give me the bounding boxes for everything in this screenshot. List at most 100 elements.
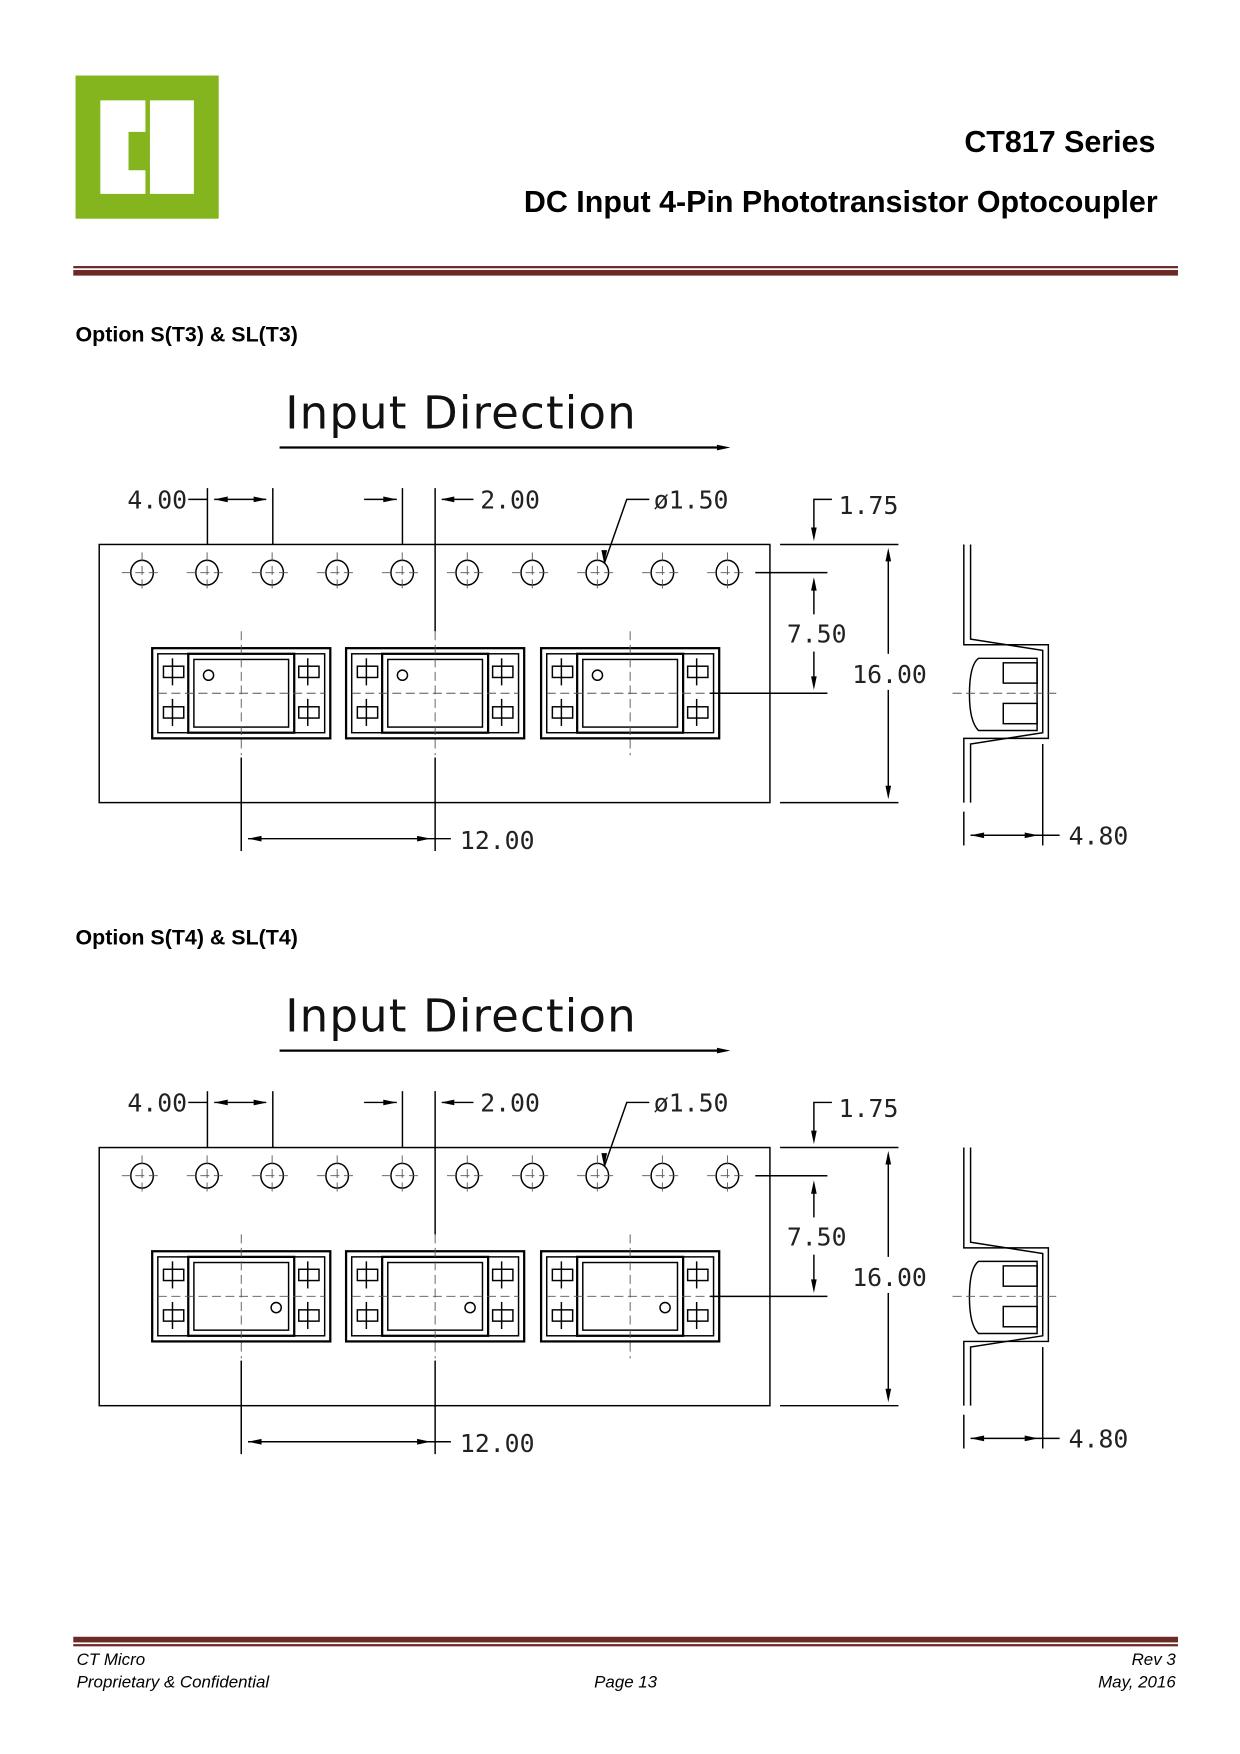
pin1-indicator: [464, 1301, 476, 1314]
arrowhead: [811, 527, 817, 542]
lead: [162, 706, 185, 719]
lead: [162, 665, 185, 679]
footer-revision: Rev 3: [1132, 1650, 1177, 1669]
arrowhead: [970, 1435, 985, 1442]
dim-pitch: 4.00: [127, 1088, 187, 1117]
arrowhead: [716, 1047, 731, 1054]
arrowhead: [811, 676, 817, 690]
arrowhead: [811, 1180, 817, 1194]
arrowhead: [417, 1438, 431, 1445]
arrowhead: [811, 1279, 817, 1293]
lead: [491, 706, 514, 719]
arrowhead: [716, 444, 731, 451]
pin1-indicator: [591, 669, 604, 682]
lead: [298, 1309, 320, 1322]
arrowhead: [248, 835, 262, 842]
header-rule: [73, 266, 1178, 276]
arrowhead: [440, 1099, 455, 1106]
lead: [356, 1268, 379, 1282]
pocket: [344, 631, 526, 756]
footer-date: May, 2016: [1098, 1672, 1176, 1691]
footer-page-number: Page 13: [594, 1672, 658, 1691]
arrowhead: [253, 1099, 268, 1106]
lead: [298, 1268, 320, 1282]
dim-offset: 2.00: [480, 485, 540, 514]
lead: [686, 706, 709, 719]
input-direction-label: Input Direction: [285, 386, 637, 439]
arrowhead: [885, 547, 892, 562]
section-option-t4: Option S(T4) & SL(T4) Input Direction 4.0…: [76, 926, 1129, 1458]
arrowhead: [214, 1099, 228, 1106]
dim-hole-to-center: 7.50: [787, 1223, 847, 1252]
dim-pitch: 4.00: [127, 485, 187, 514]
dim-hole-diameter: ø1.50: [654, 485, 729, 514]
arrowhead: [885, 785, 892, 800]
lead: [162, 1309, 185, 1322]
lead: [551, 706, 574, 719]
arrowhead: [601, 550, 608, 564]
tape-side-view: [952, 1147, 1060, 1406]
pin1-indicator: [396, 669, 409, 682]
pocket: [539, 1234, 721, 1359]
lead: [686, 665, 709, 679]
lead: [491, 1309, 514, 1322]
arrowhead: [417, 835, 431, 842]
pocket: [539, 631, 721, 756]
arrowhead: [885, 1388, 892, 1403]
pin1-indicator: [270, 1301, 282, 1314]
pocket: [344, 1234, 526, 1359]
pin1-indicator: [659, 1301, 671, 1314]
lead: [298, 665, 320, 679]
arrowhead: [601, 1153, 608, 1167]
arrowhead: [1024, 1435, 1039, 1442]
pocket: [151, 631, 332, 756]
dim-edge: 1.75: [839, 491, 899, 520]
lead: [491, 665, 514, 679]
tape-side-view: [952, 544, 1060, 803]
dim-hole-to-center: 7.50: [787, 620, 847, 649]
arrowhead: [253, 496, 268, 503]
lead: [298, 706, 320, 719]
arrowhead: [811, 577, 817, 591]
dim-hole-diameter: ø1.50: [654, 1088, 729, 1117]
input-direction-label: Input Direction: [285, 989, 637, 1042]
arrowhead: [885, 1150, 892, 1165]
arrowhead: [1024, 832, 1039, 839]
lead: [551, 665, 574, 679]
section-option-t3: Option S(T3) & SL(T3) Input Direction 4.0…: [76, 323, 1129, 855]
lead: [356, 1309, 379, 1322]
series-title: CT817 Series: [964, 125, 1155, 159]
ct-micro-logo: [75, 75, 219, 219]
arrowhead: [214, 496, 228, 503]
arrowhead: [383, 1099, 397, 1106]
lead: [356, 665, 379, 679]
section-title: Option S(T3) & SL(T3): [76, 323, 298, 347]
dim-tape-width: 16.00: [852, 660, 927, 689]
lead: [551, 1268, 574, 1282]
lead: [551, 1309, 574, 1322]
lead: [686, 1309, 709, 1322]
arrowhead: [383, 496, 397, 503]
arrowhead: [811, 1130, 817, 1145]
footer-confidential: Proprietary & Confidential: [77, 1672, 271, 1691]
dim-depth: 4.80: [1069, 1424, 1129, 1453]
section-title: Option S(T4) & SL(T4): [76, 926, 298, 950]
lead: [491, 1268, 514, 1282]
arrowhead: [970, 832, 985, 839]
product-subtitle: DC Input 4-Pin Phototransistor Optocoupl…: [524, 185, 1158, 219]
dim-offset: 2.00: [480, 1088, 540, 1117]
lead: [686, 1268, 709, 1282]
pocket: [151, 1234, 332, 1359]
pin1-indicator: [202, 669, 215, 682]
arrowhead: [248, 1438, 262, 1445]
dim-pocket-pitch: 12.00: [460, 1429, 535, 1458]
arrowhead: [440, 496, 455, 503]
footer-company: CT Micro: [77, 1650, 146, 1669]
lead: [356, 706, 379, 719]
dim-edge: 1.75: [839, 1094, 899, 1123]
dim-depth: 4.80: [1069, 821, 1129, 850]
lead: [162, 1268, 185, 1282]
dim-pocket-pitch: 12.00: [460, 826, 535, 855]
dim-tape-width: 16.00: [852, 1263, 927, 1292]
